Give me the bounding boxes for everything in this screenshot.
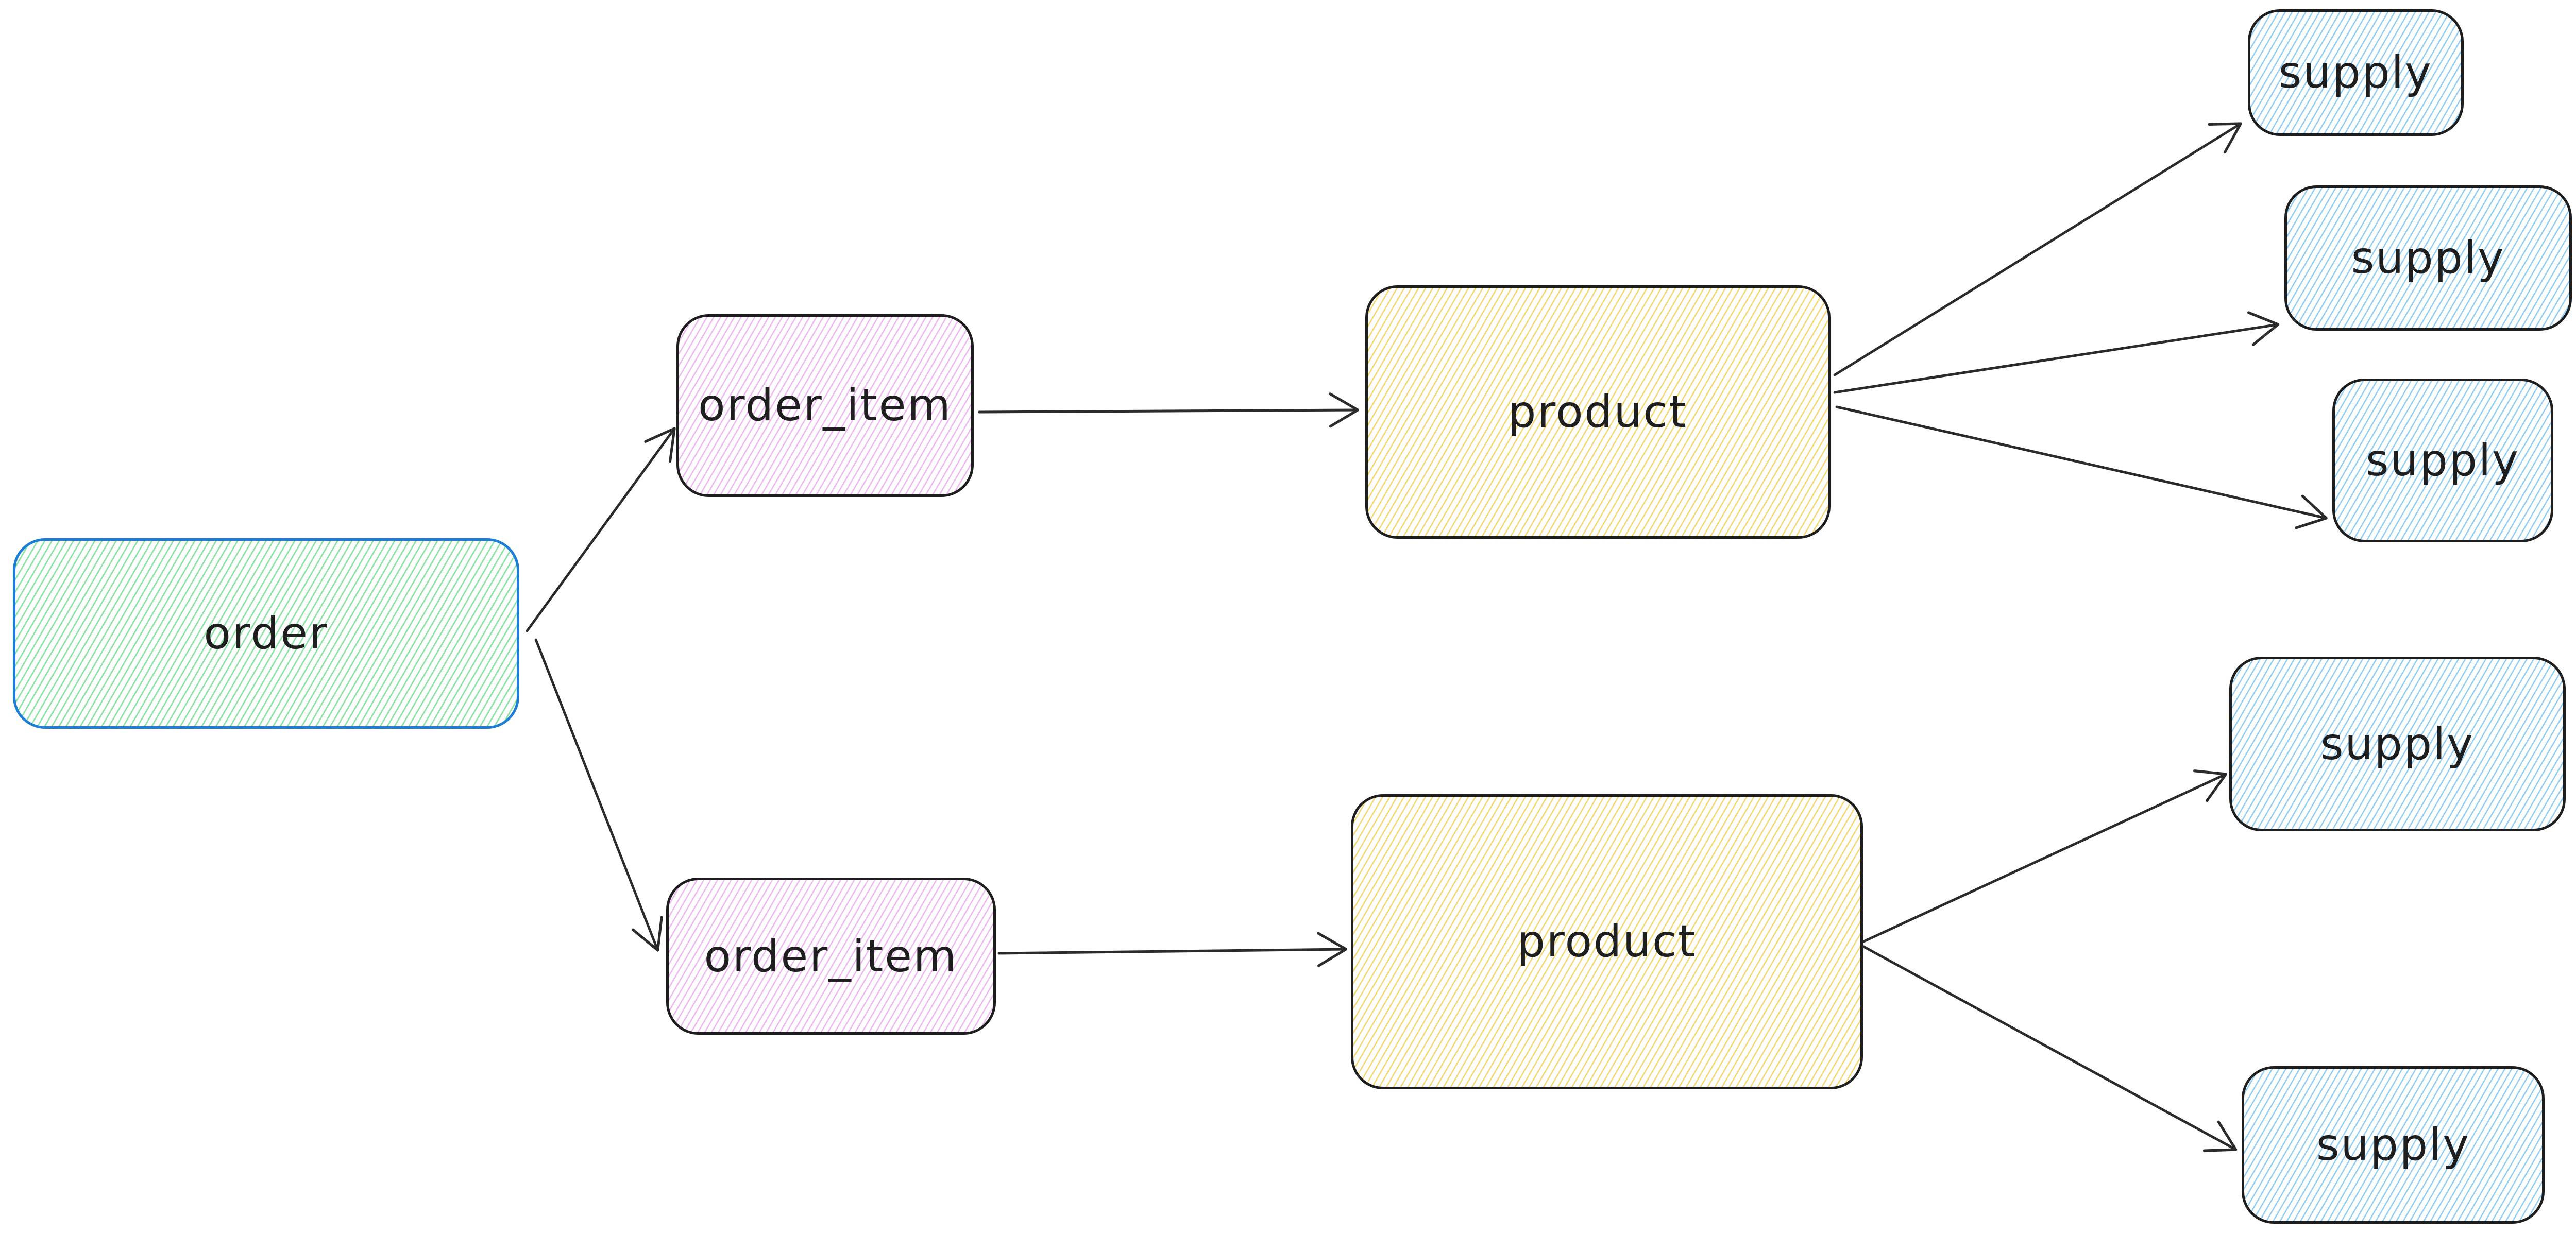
node-supply-5-label: supply [2316, 1119, 2470, 1171]
node-supply-3[interactable]: supply [2332, 378, 2553, 542]
node-supply-1-label: supply [2278, 47, 2433, 98]
node-supply-3-label: supply [2365, 434, 2520, 486]
edge-order-item-1-to-product-1[interactable] [978, 392, 1360, 428]
node-order-item-2-label: order_item [704, 930, 958, 982]
edge-product-1-to-supply-2[interactable] [1833, 311, 2280, 394]
node-product-2-label: product [1517, 916, 1697, 968]
edge-order-to-order-item-1[interactable] [526, 427, 676, 632]
node-order-item-2[interactable]: order_item [666, 878, 996, 1035]
edge-product-1-to-supply-3[interactable] [1835, 405, 2328, 529]
edge-order-item-2-to-product-2[interactable] [997, 932, 1348, 967]
node-supply-5[interactable]: supply [2241, 1066, 2545, 1224]
node-supply-2-label: supply [2351, 232, 2505, 284]
node-supply-4[interactable]: supply [2229, 657, 2566, 832]
node-product-1-label: product [1507, 386, 1688, 438]
node-product-1[interactable]: product [1365, 285, 1831, 539]
node-supply-1[interactable]: supply [2247, 9, 2464, 136]
node-supply-2[interactable]: supply [2284, 185, 2572, 331]
node-supply-4-label: supply [2320, 718, 2475, 770]
node-order-item-1-label: order_item [698, 380, 952, 432]
node-order-item-1[interactable]: order_item [676, 314, 974, 497]
edge-product-1-to-supply-1[interactable] [1833, 122, 2242, 376]
node-order[interactable]: order [13, 538, 519, 729]
edge-product-2-to-supply-4[interactable] [1862, 769, 2228, 943]
node-product-2[interactable]: product [1351, 794, 1863, 1089]
edge-product-2-to-supply-5[interactable] [1862, 945, 2238, 1152]
edge-order-to-order-item-2[interactable] [534, 638, 663, 952]
node-order-label: order [204, 608, 329, 660]
